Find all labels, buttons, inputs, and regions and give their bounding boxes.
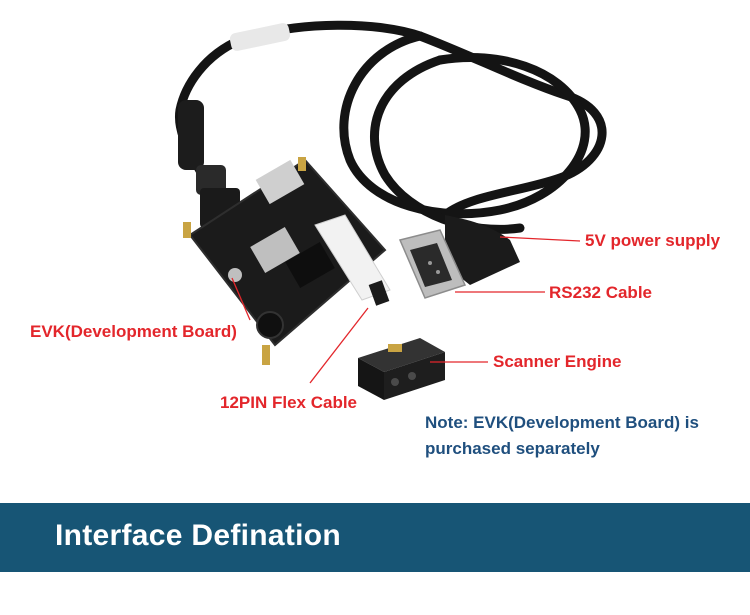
cable-coil xyxy=(174,20,607,234)
leader-lines xyxy=(231,236,581,384)
label-evk: EVK(Development Board) xyxy=(30,322,237,341)
note-line-2: purchased separately xyxy=(425,439,600,458)
scanner-engine xyxy=(358,338,445,400)
section-title: Interface Defination xyxy=(55,519,342,552)
product-photo xyxy=(174,20,607,400)
evk-board xyxy=(183,157,387,365)
label-power-supply: 5V power supply xyxy=(585,231,721,250)
section-banner: Interface Defination xyxy=(0,503,750,572)
note-line-1: Note: EVK(Development Board) is xyxy=(425,413,699,432)
label-rs232-cable: RS232 Cable xyxy=(549,283,652,302)
label-flex-cable: 12PIN Flex Cable xyxy=(220,393,358,412)
label-scanner-engine: Scanner Engine xyxy=(493,352,622,371)
flex-cable xyxy=(314,214,391,306)
rs232-connector xyxy=(398,215,520,299)
